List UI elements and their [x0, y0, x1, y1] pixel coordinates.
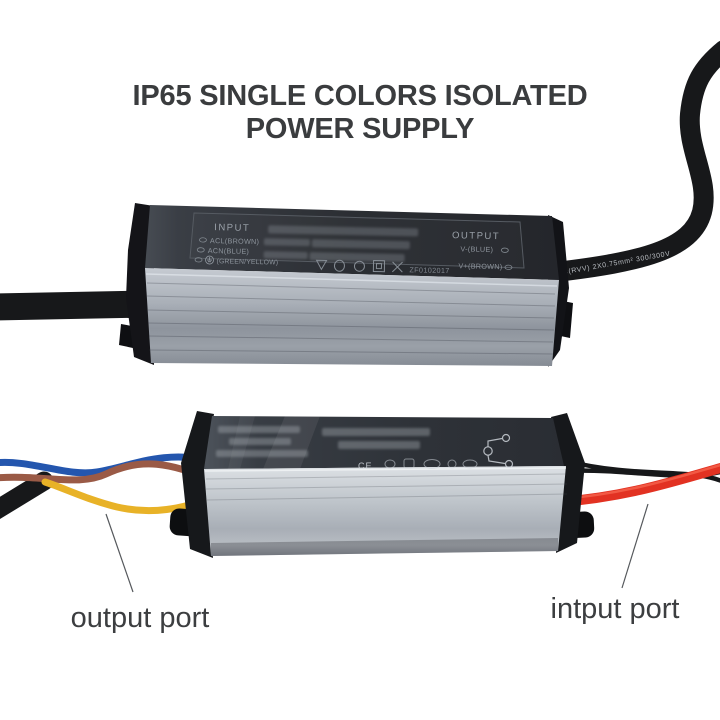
- output-line-vminus: V-(BLUE): [460, 244, 493, 254]
- input-port-label: intput port: [551, 593, 680, 625]
- end-cap-left: [181, 411, 214, 558]
- input-wire-red-highlight: [559, 463, 720, 501]
- input-heading: INPUT: [214, 222, 250, 234]
- bottom-shadow-strip: [211, 538, 558, 556]
- input-cable: [546, 40, 720, 282]
- edge-highlight: [145, 273, 558, 287]
- blurred-spec-text: [216, 426, 430, 457]
- bottom-power-supply: CE: [0, 411, 720, 558]
- wiring-diagram-icon: [483, 433, 514, 469]
- front-face: [145, 268, 559, 366]
- front-ridges: [146, 282, 556, 355]
- front-ridges: [205, 473, 568, 501]
- top-power-supply: 53(RVV) 2X0.75mm² 300/300V: [0, 40, 720, 367]
- ground-icon: [205, 255, 214, 265]
- input-line-acl: ACL(BROWN): [210, 236, 260, 246]
- input-line-ground: (GREEN/YELLOW): [216, 258, 278, 266]
- terminal-marks-icon: [194, 237, 513, 270]
- output-wire-brown: [0, 460, 216, 484]
- annotations: output port intput port: [71, 503, 680, 634]
- output-port-label: output port: [71, 602, 210, 634]
- product-title-line1: IP65 SINGLE COLORS ISOLATED: [132, 80, 588, 112]
- input-port-pointer-line: [621, 503, 649, 589]
- cert-marks-icon: [315, 259, 403, 273]
- edge-highlight: [204, 467, 567, 472]
- output-wire-blue: [0, 453, 216, 477]
- output-line-vplus: V+(BROWN): [458, 261, 502, 271]
- ce-mark: CE: [358, 461, 373, 471]
- serial-number: ZF0102017: [409, 265, 450, 275]
- product-title-line2: POWER SUPPLY: [245, 113, 475, 145]
- input-wire-red: [555, 462, 720, 507]
- output-cable: [0, 290, 164, 321]
- output-heading: OUTPUT: [452, 230, 500, 242]
- blurred-spec-text: [263, 225, 419, 263]
- front-face: [204, 466, 566, 556]
- bottom-label: CE: [216, 426, 514, 471]
- product-title: IP65 SINGLE COLORS ISOLATED POWER SUPPLY: [0, 80, 720, 146]
- output-port-pointer-line: [105, 513, 134, 593]
- label-plate: [189, 212, 525, 269]
- top-label: INPUT ACL(BROWN) ACN(BLUE) (GREEN/YELLOW…: [194, 222, 513, 275]
- cert-marks-icon: [384, 458, 478, 469]
- input-line-acn: ACN(BLUE): [208, 246, 250, 256]
- output-cable-sheath: [0, 471, 54, 520]
